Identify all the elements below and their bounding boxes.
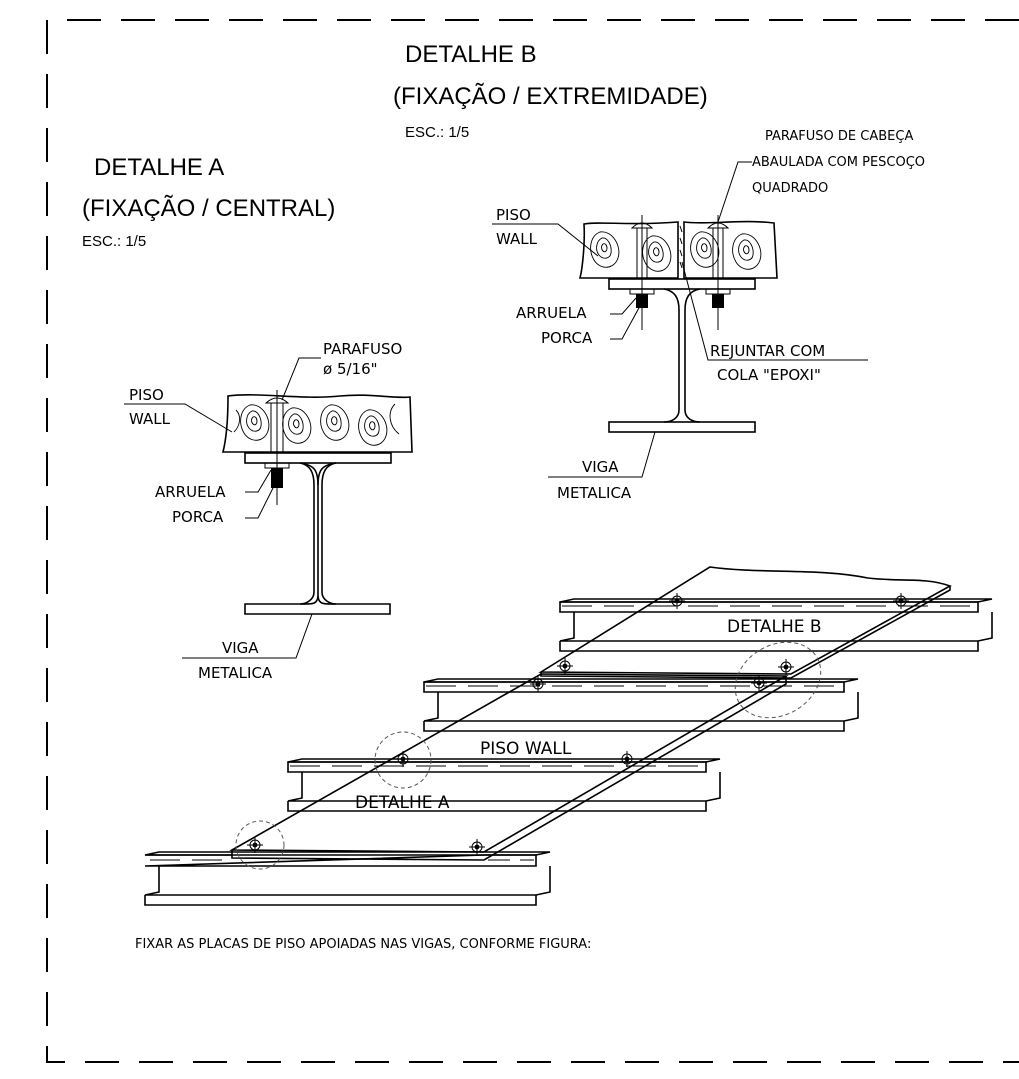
- label-detalhe-a: DETALHE A: [355, 793, 450, 813]
- label-metalica-a: METALICA: [198, 664, 273, 682]
- fastener-9: [777, 658, 795, 676]
- fastener-8: [668, 592, 686, 610]
- label-wall-a: WALL: [129, 410, 171, 428]
- label-wall-b: WALL: [496, 230, 538, 248]
- fastener-10: [892, 592, 910, 610]
- label-porca-b: PORCA: [541, 329, 593, 347]
- label-porca-a: PORCA: [172, 508, 224, 526]
- label-diametro: ø 5/16": [323, 360, 378, 378]
- detail-circle-b: [734, 641, 822, 719]
- perspective-view: [144, 566, 993, 906]
- label-piso-a: PISO: [129, 386, 164, 404]
- perspective-labels: DETALHE B PISO WALL DETALHE A: [355, 617, 822, 813]
- label-rejuntar-2: COLA "EPOXI": [717, 366, 821, 384]
- detalhe-a-title: DETALHE A: [94, 154, 224, 181]
- beam-3: [423, 678, 859, 732]
- beam-2: [287, 758, 721, 812]
- fastener-2: [394, 750, 412, 768]
- label-piso-b: PISO: [496, 206, 531, 224]
- detalhe-a-scale: ESC.: 1/5: [82, 233, 146, 250]
- detalhe-b-subtitle: (FIXAÇÃO / EXTREMIDADE): [393, 83, 708, 110]
- label-parafuso-cabeca-3: QUADRADO: [752, 181, 828, 196]
- detalhe-a-section: [124, 357, 413, 659]
- detalhe-b-scale: ESC.: 1/5: [405, 124, 469, 141]
- detalhe-b-section: [492, 161, 868, 478]
- beam-1: [144, 851, 551, 906]
- detalhe-a-title-block: DETALHE A (FIXAÇÃO / CENTRAL) ESC.: 1/5: [82, 154, 335, 250]
- detalhe-b-title-block: DETALHE B (FIXAÇÃO / EXTREMIDADE) ESC.: …: [393, 41, 708, 141]
- detalhe-a-subtitle: (FIXAÇÃO / CENTRAL): [82, 195, 335, 222]
- label-parafuso-cabeca-1: PARAFUSO DE CABEÇA: [765, 129, 913, 144]
- detalhe-b-labels: PARAFUSO DE CABEÇA ABAULADA COM PESCOÇO …: [496, 129, 925, 502]
- label-detalhe-b: DETALHE B: [727, 617, 822, 637]
- label-piso-wall: PISO WALL: [480, 739, 572, 759]
- label-parafuso: PARAFUSO: [323, 340, 402, 358]
- label-rejuntar-1: REJUNTAR COM: [710, 342, 825, 360]
- detalhe-a-labels: PARAFUSO ø 5/16" PISO WALL ARRUELA PORCA…: [129, 340, 402, 682]
- label-viga-b: VIGA: [582, 458, 619, 476]
- label-metalica-b: METALICA: [557, 484, 632, 502]
- label-arruela-a: ARRUELA: [155, 483, 226, 501]
- detail-circle-a1: [235, 820, 285, 870]
- instruction-note: FIXAR AS PLACAS DE PISO APOIADAS NAS VIG…: [135, 937, 591, 952]
- dashed-frame: [46, 19, 1019, 1063]
- detalhe-b-title: DETALHE B: [405, 41, 537, 68]
- detail-circle-a2: [374, 731, 432, 789]
- label-arruela-b: ARRUELA: [516, 304, 587, 322]
- label-parafuso-cabeca-2: ABAULADA COM PESCOÇO: [752, 155, 925, 170]
- label-viga-a: VIGA: [222, 639, 259, 657]
- beam-4: [559, 598, 993, 652]
